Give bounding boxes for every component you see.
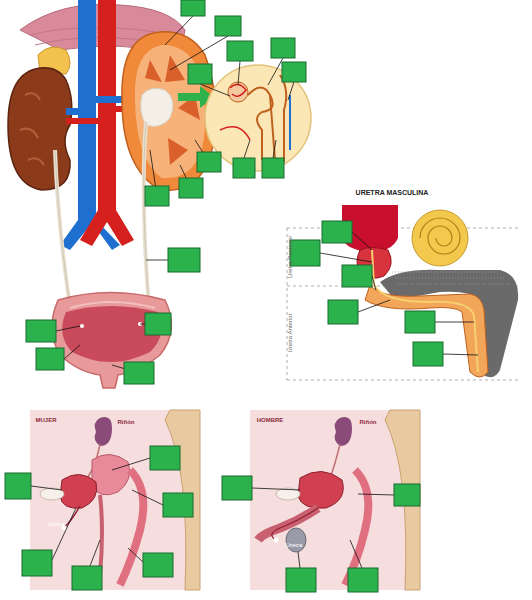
panel-background bbox=[30, 410, 200, 590]
vesicle-coil bbox=[420, 218, 460, 254]
empty-label-box bbox=[233, 158, 255, 178]
leader-line bbox=[320, 232, 478, 355]
ureter bbox=[55, 150, 72, 320]
empty-label-box bbox=[413, 342, 443, 366]
renal-vein bbox=[66, 108, 80, 115]
region-label: Uretra Anterior bbox=[287, 313, 293, 352]
empty-label-box bbox=[143, 553, 173, 577]
kidney bbox=[95, 417, 112, 446]
urethra bbox=[372, 250, 478, 372]
spine bbox=[385, 410, 420, 590]
panel-background bbox=[250, 410, 420, 590]
empty-label-box bbox=[124, 362, 154, 384]
empty-label-box bbox=[26, 320, 56, 342]
rectum bbox=[120, 470, 143, 585]
urethral-meatus bbox=[274, 538, 279, 543]
bladder bbox=[60, 474, 97, 508]
leader-line bbox=[56, 16, 294, 373]
empty-label-box bbox=[215, 16, 241, 36]
capillary bbox=[230, 84, 246, 96]
ureter-edge bbox=[144, 122, 150, 320]
ureteral-orifice bbox=[80, 324, 84, 328]
corpus-spongiosum bbox=[365, 285, 488, 377]
urethra bbox=[272, 508, 318, 540]
region-label: Uretra Posterior bbox=[287, 236, 293, 278]
empty-label-box bbox=[405, 311, 435, 333]
panel-heading: MUJER bbox=[35, 417, 56, 423]
cavernosum-texture bbox=[392, 272, 510, 284]
panel-heading: HOMBRE bbox=[257, 417, 284, 423]
tubule bbox=[270, 75, 286, 162]
empty-label-box bbox=[222, 476, 420, 592]
empty-label-box bbox=[72, 566, 102, 590]
left-kidney bbox=[8, 68, 72, 190]
bladder-rim bbox=[70, 302, 155, 308]
empty-label-box bbox=[282, 62, 306, 82]
aorta bbox=[98, 0, 116, 215]
kidney bbox=[335, 417, 352, 446]
empty-label-box bbox=[322, 221, 352, 243]
empty-label-box bbox=[26, 0, 306, 384]
region-bracket bbox=[287, 228, 520, 380]
empty-label-box bbox=[286, 568, 316, 592]
testicle bbox=[286, 528, 306, 552]
empty-label-box bbox=[342, 265, 372, 287]
empty-label-box bbox=[150, 446, 180, 470]
leader-line bbox=[252, 488, 394, 568]
empty-label-box bbox=[290, 221, 443, 366]
bladder bbox=[298, 471, 343, 508]
empty-label-box bbox=[168, 248, 200, 272]
renal-pelvis bbox=[141, 88, 173, 126]
tubule bbox=[248, 88, 273, 161]
seminal-vesicle bbox=[412, 210, 468, 266]
iliac-artery bbox=[80, 210, 134, 246]
organ-label: Riñón bbox=[360, 419, 377, 425]
renal-artery bbox=[66, 118, 100, 124]
empty-label-box bbox=[5, 473, 31, 499]
empty-label-box bbox=[271, 38, 295, 58]
uterus bbox=[92, 454, 130, 494]
empty-label-box bbox=[22, 550, 52, 576]
organ-label: Uretra bbox=[286, 542, 303, 548]
empty-label-box bbox=[197, 152, 221, 172]
empty-label-box bbox=[5, 446, 193, 590]
empty-label-box bbox=[179, 178, 203, 198]
arteriole bbox=[220, 127, 250, 140]
empty-label-box bbox=[262, 158, 284, 178]
vena-cava bbox=[78, 0, 96, 225]
empty-label-box bbox=[145, 313, 171, 335]
figure-heading: URETRA MASCULINA bbox=[356, 189, 429, 196]
empty-label-box bbox=[36, 348, 64, 370]
ureter bbox=[330, 444, 340, 478]
vagina bbox=[100, 495, 102, 575]
ureter-edge bbox=[55, 150, 72, 320]
empty-label-box bbox=[348, 568, 378, 592]
kidney-texture bbox=[20, 93, 44, 165]
empty-label-box bbox=[222, 476, 252, 500]
empty-label-box bbox=[227, 41, 253, 61]
ureter bbox=[144, 122, 150, 320]
collecting-vessel bbox=[289, 95, 291, 150]
organ-label: Uretra bbox=[48, 521, 65, 527]
empty-label-box bbox=[394, 484, 420, 506]
organ-label: Riñón bbox=[118, 419, 135, 425]
empty-label-box bbox=[188, 64, 212, 84]
empty-label-box bbox=[163, 493, 193, 517]
empty-label-box bbox=[181, 0, 205, 16]
empty-label-box bbox=[145, 186, 169, 206]
bladder bbox=[52, 293, 171, 389]
empty-label-box bbox=[290, 240, 320, 266]
empty-label-box bbox=[328, 300, 358, 324]
corpus-cavernosum bbox=[380, 270, 518, 377]
